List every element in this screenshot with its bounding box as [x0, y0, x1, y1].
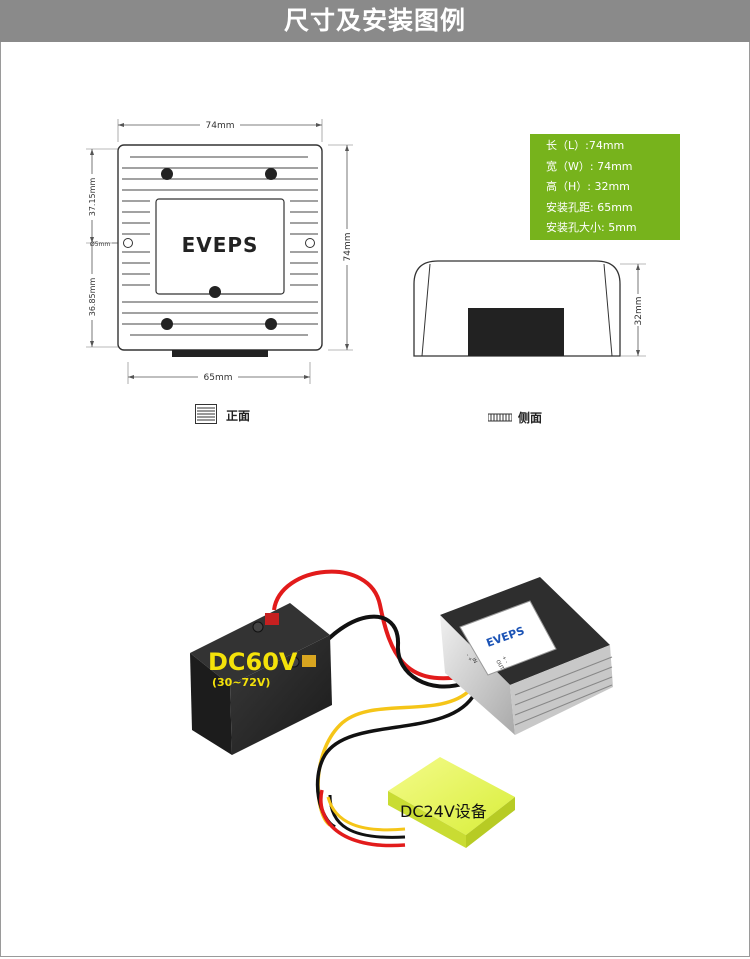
- page-title: 尺寸及安装图例: [283, 6, 466, 35]
- module-in-label: IN: [470, 657, 478, 665]
- battery-range-label: (30~72V): [212, 676, 270, 689]
- battery-voltage-label: DC60V: [208, 648, 298, 676]
- dim-lower-offset: 36.85mm: [88, 278, 97, 317]
- module-in-pins: - +: [464, 653, 473, 663]
- device-label: DC24V设备: [400, 802, 487, 821]
- module-out-label: OUT: [494, 659, 505, 672]
- dim-upper-offset: 37.15mm: [88, 178, 97, 217]
- side-view-icon: [488, 413, 512, 422]
- dim-top-width: 74mm: [206, 121, 235, 131]
- side-view-drawing: 32mm: [413, 260, 646, 357]
- front-logo: EVEPS: [182, 233, 259, 257]
- wiring-diagram: DC60V (30~72V) EVEPS IN - + OUT + - DC24…: [190, 569, 613, 848]
- spec-length: 长（L）:74mm: [546, 139, 625, 152]
- spec-hole-spacing: 安装孔距: 65mm: [546, 200, 633, 214]
- title-banner: 尺寸及安装图例: [0, 0, 750, 42]
- dim-hole-spacing: 65mm: [204, 373, 233, 383]
- dim-side-height: 32mm: [634, 297, 644, 326]
- specs-box: 长（L）:74mm 宽（W）: 74mm 高（H）: 32mm 安装孔距: 65…: [530, 134, 680, 240]
- dim-right-height: 74mm: [343, 233, 353, 262]
- module-out-pins: + -: [500, 655, 509, 665]
- spec-height: 高（H）: 32mm: [546, 180, 630, 193]
- spec-width: 宽（W）: 74mm: [546, 159, 633, 173]
- dim-hole-dia: Ø5mm: [90, 241, 110, 248]
- front-view-drawing: 74mm 74mm 37.15mm 36.85mm Ø5mm: [86, 118, 353, 384]
- spec-hole-size: 安装孔大小: 5mm: [546, 221, 637, 234]
- caption-side: 侧面: [518, 411, 543, 425]
- front-view-icon: [195, 404, 217, 424]
- caption-front: 正面: [226, 409, 251, 423]
